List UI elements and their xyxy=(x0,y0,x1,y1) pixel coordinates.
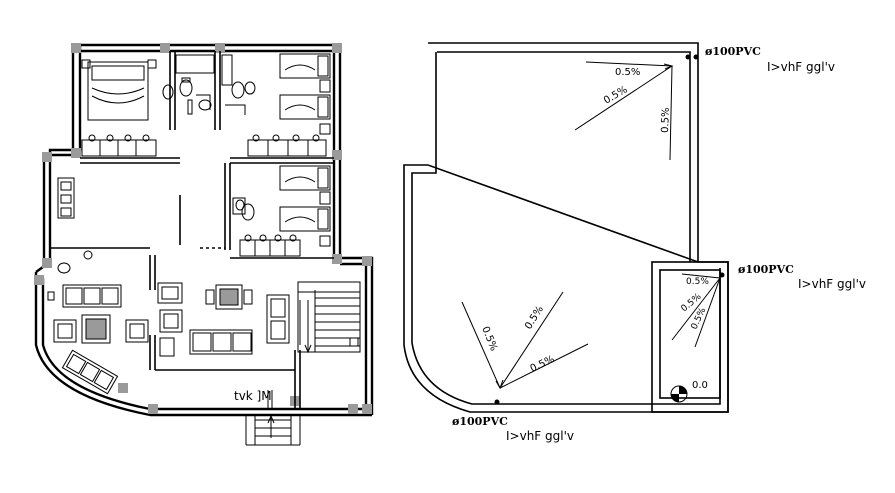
floor-plan: tvk ]M xyxy=(34,43,374,446)
slope-label: 0.5% xyxy=(660,107,672,133)
kitchen-counter xyxy=(57,177,93,274)
level-value: 0.0 xyxy=(692,380,708,391)
armchair xyxy=(125,319,149,343)
outlet-pipe-label: ø100PVC xyxy=(738,263,794,276)
single-bed xyxy=(279,206,331,232)
armchair xyxy=(266,294,290,344)
bedroom-3 xyxy=(232,165,331,257)
wardrobe xyxy=(247,139,327,157)
wardrobe xyxy=(81,139,157,157)
slope-arrows-box xyxy=(671,272,725,348)
bathroom-1 xyxy=(162,54,215,115)
nightstand xyxy=(319,79,331,93)
slope-label: 0.5% xyxy=(615,67,640,78)
outlet-pipe-label: ø100PVC xyxy=(705,45,761,58)
roof-parapet xyxy=(403,42,729,413)
nightstand xyxy=(81,59,91,69)
toilet xyxy=(231,81,245,99)
single-bed xyxy=(279,94,331,120)
stair-label: tvk ]M xyxy=(234,389,272,403)
double-bed xyxy=(87,61,149,121)
dining-area xyxy=(157,282,290,357)
wall-column-hatches xyxy=(34,43,372,414)
single-bed xyxy=(279,165,331,191)
outlet-pipe-label: ø100PVC xyxy=(452,415,508,428)
staircase xyxy=(245,281,361,446)
interior-walls xyxy=(50,51,334,410)
coffee-table xyxy=(81,314,111,344)
slope-label: 0.5% xyxy=(686,277,709,287)
sofa xyxy=(189,329,253,355)
single-bed xyxy=(279,53,331,79)
outlet-note: I>vhF ggl'v xyxy=(767,60,835,74)
slope-arrows-top xyxy=(574,54,699,161)
nightstand xyxy=(147,59,157,69)
toilet xyxy=(241,203,255,221)
sofa xyxy=(61,349,119,395)
slope-arrows-bottom xyxy=(461,291,589,405)
washbasin xyxy=(198,99,212,111)
slope-label: 0.5% xyxy=(523,304,546,331)
bathroom-2 xyxy=(221,54,256,115)
bedroom-1 xyxy=(81,59,157,157)
outlet-note: I>vhF ggl'v xyxy=(506,429,574,443)
outlet-note: I>vhF ggl'v xyxy=(798,277,866,291)
slope-label: 0.5% xyxy=(529,354,557,375)
living-room xyxy=(47,284,149,395)
dining-table xyxy=(215,284,243,310)
toilet xyxy=(179,79,193,97)
level-marker: 0.0 xyxy=(670,380,708,403)
sofa xyxy=(62,284,122,308)
armchair xyxy=(53,319,77,343)
bedroom-2 xyxy=(247,53,331,157)
roof-plan: 0.0 0.5% 0.5% 0.5% 0.5% 0.5% 0.5% xyxy=(403,42,866,443)
